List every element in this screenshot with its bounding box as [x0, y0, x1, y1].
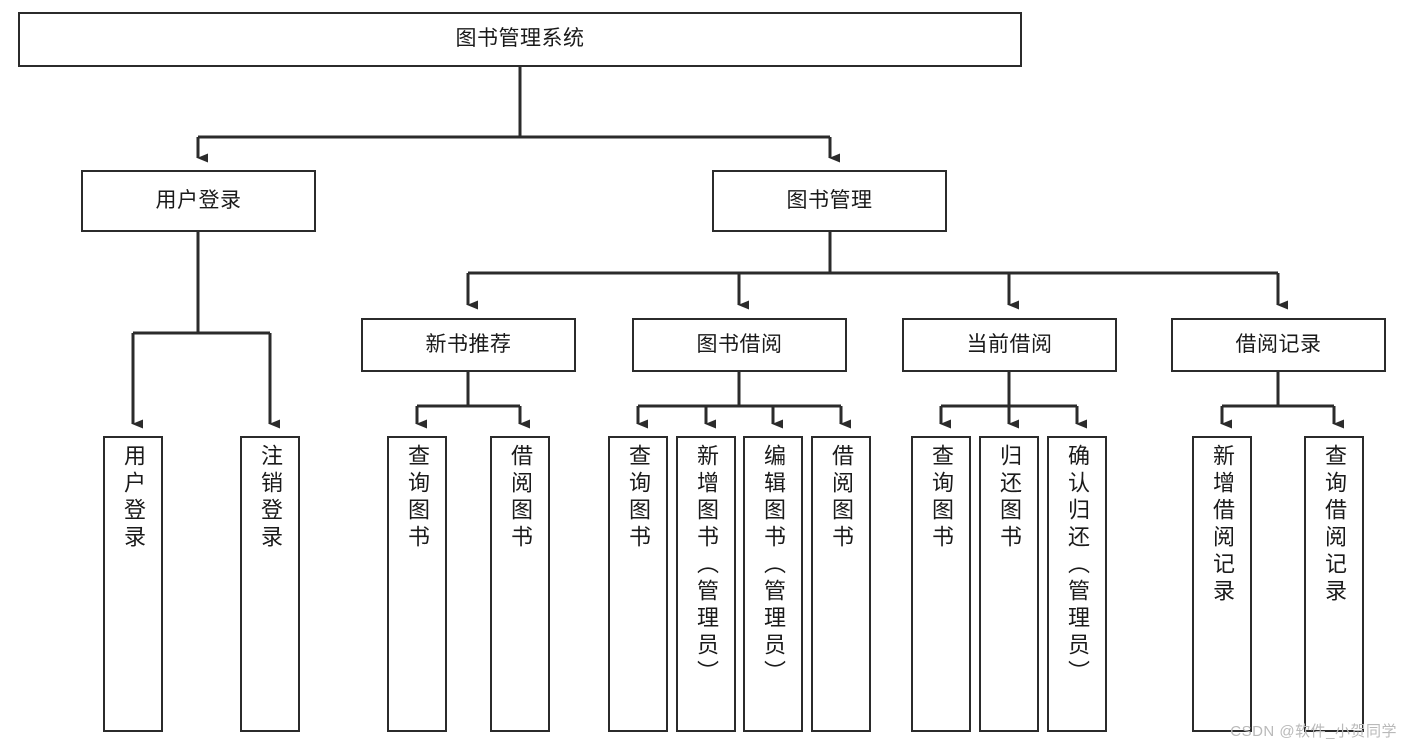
leaf-current-confirm-return-admin[interactable]: 确认归还（管理员） [1047, 436, 1107, 732]
node-current-borrow[interactable]: 当前借阅 [902, 318, 1117, 372]
leaf-records-query-record[interactable]: 查询借阅记录 [1304, 436, 1364, 732]
node-label: 确认归还（管理员） [1065, 444, 1090, 687]
node-new-book-recommend[interactable]: 新书推荐 [361, 318, 576, 372]
node-label: 当前借阅 [966, 332, 1053, 356]
node-label: 查询图书 [405, 444, 430, 552]
node-label: 查询图书 [626, 444, 651, 552]
leaf-borrow-edit-book-admin[interactable]: 编辑图书（管理员） [743, 436, 803, 732]
node-root-system[interactable]: 图书管理系统 [18, 12, 1022, 67]
node-label: 借阅图书 [829, 444, 854, 552]
leaf-current-query-book[interactable]: 查询图书 [911, 436, 971, 732]
leaf-recommend-query-book[interactable]: 查询图书 [387, 436, 447, 732]
leaf-current-return-book[interactable]: 归还图书 [979, 436, 1039, 732]
leaf-user-login-logout[interactable]: 注销登录 [240, 436, 300, 732]
node-label: 查询图书 [929, 444, 954, 552]
csdn-watermark: CSDN @软件_小贺同学 [1230, 723, 1397, 740]
leaf-recommend-borrow-book[interactable]: 借阅图书 [490, 436, 550, 732]
node-label: 借阅图书 [508, 444, 533, 552]
node-label: 注销登录 [258, 444, 283, 552]
node-borrow-records[interactable]: 借阅记录 [1171, 318, 1386, 372]
node-label: 编辑图书（管理员） [761, 444, 786, 687]
leaf-records-add-record[interactable]: 新增借阅记录 [1192, 436, 1252, 732]
node-label: 用户登录 [121, 444, 146, 552]
leaf-borrow-borrow-book[interactable]: 借阅图书 [811, 436, 871, 732]
node-label: 用户登录 [155, 188, 242, 212]
node-user-login[interactable]: 用户登录 [81, 170, 316, 232]
node-label: 新增借阅记录 [1210, 444, 1235, 606]
node-label: 借阅记录 [1235, 332, 1322, 356]
node-label: 新书推荐 [425, 332, 512, 356]
leaf-borrow-add-book-admin[interactable]: 新增图书（管理员） [676, 436, 736, 732]
node-label: 图书管理系统 [455, 27, 585, 51]
node-book-management[interactable]: 图书管理 [712, 170, 947, 232]
node-label: 归还图书 [997, 444, 1022, 552]
node-label: 查询借阅记录 [1322, 444, 1347, 606]
node-label: 新增图书（管理员） [694, 444, 719, 687]
leaf-user-login-login[interactable]: 用户登录 [103, 436, 163, 732]
node-label: 图书借阅 [696, 332, 783, 356]
node-label: 图书管理 [786, 188, 873, 212]
node-book-borrow[interactable]: 图书借阅 [632, 318, 847, 372]
leaf-borrow-query-book[interactable]: 查询图书 [608, 436, 668, 732]
